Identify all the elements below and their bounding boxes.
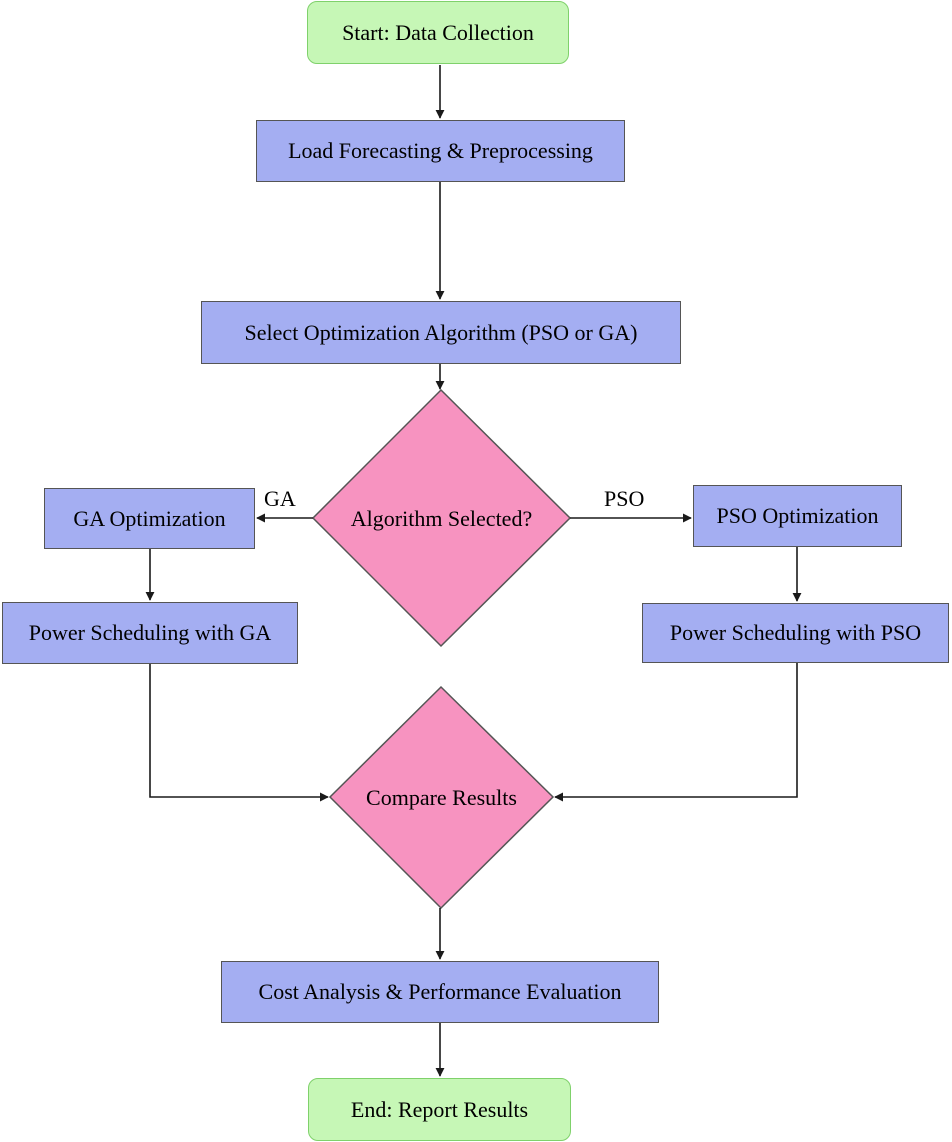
cost-analysis-node: Cost Analysis & Performance Evaluation [221, 961, 659, 1023]
power-scheduling-pso-label: Power Scheduling with PSO [669, 620, 922, 645]
edge-ga-scheduling-to-compare [149, 664, 329, 802]
end-node: End: Report Results [308, 1078, 571, 1141]
compare-results-label: Compare Results [366, 785, 517, 810]
algorithm-decision-label: Algorithm Selected? [350, 506, 533, 531]
start-node: Start: Data Collection [307, 1, 569, 64]
load-forecasting-node: Load Forecasting & Preprocessing [256, 120, 625, 182]
cost-analysis-label: Cost Analysis & Performance Evaluation [258, 979, 622, 1004]
power-scheduling-ga-node: Power Scheduling with GA [2, 602, 298, 664]
load-forecasting-label: Load Forecasting & Preprocessing [288, 138, 593, 163]
select-algorithm-node: Select Optimization Algorithm (PSO or GA… [201, 301, 681, 364]
compare-results-diamond [328, 685, 555, 910]
end-label: End: Report Results [350, 1096, 529, 1122]
power-scheduling-ga-label: Power Scheduling with GA [28, 620, 272, 645]
ga-branch-label: GA [264, 486, 296, 511]
pso-optimization-node: PSO Optimization [693, 485, 902, 547]
pso-branch-label: PSO [604, 486, 645, 511]
edge-pso-scheduling-to-compare [554, 663, 798, 802]
pso-optimization-label: PSO Optimization [716, 503, 879, 528]
ga-optimization-node: GA Optimization [44, 488, 255, 549]
power-scheduling-pso-node: Power Scheduling with PSO [642, 603, 949, 663]
algorithm-decision-diamond [311, 388, 572, 648]
select-algorithm-label: Select Optimization Algorithm (PSO or GA… [244, 319, 638, 345]
ga-optimization-label: GA Optimization [73, 505, 226, 531]
start-label: Start: Data Collection [342, 19, 534, 45]
